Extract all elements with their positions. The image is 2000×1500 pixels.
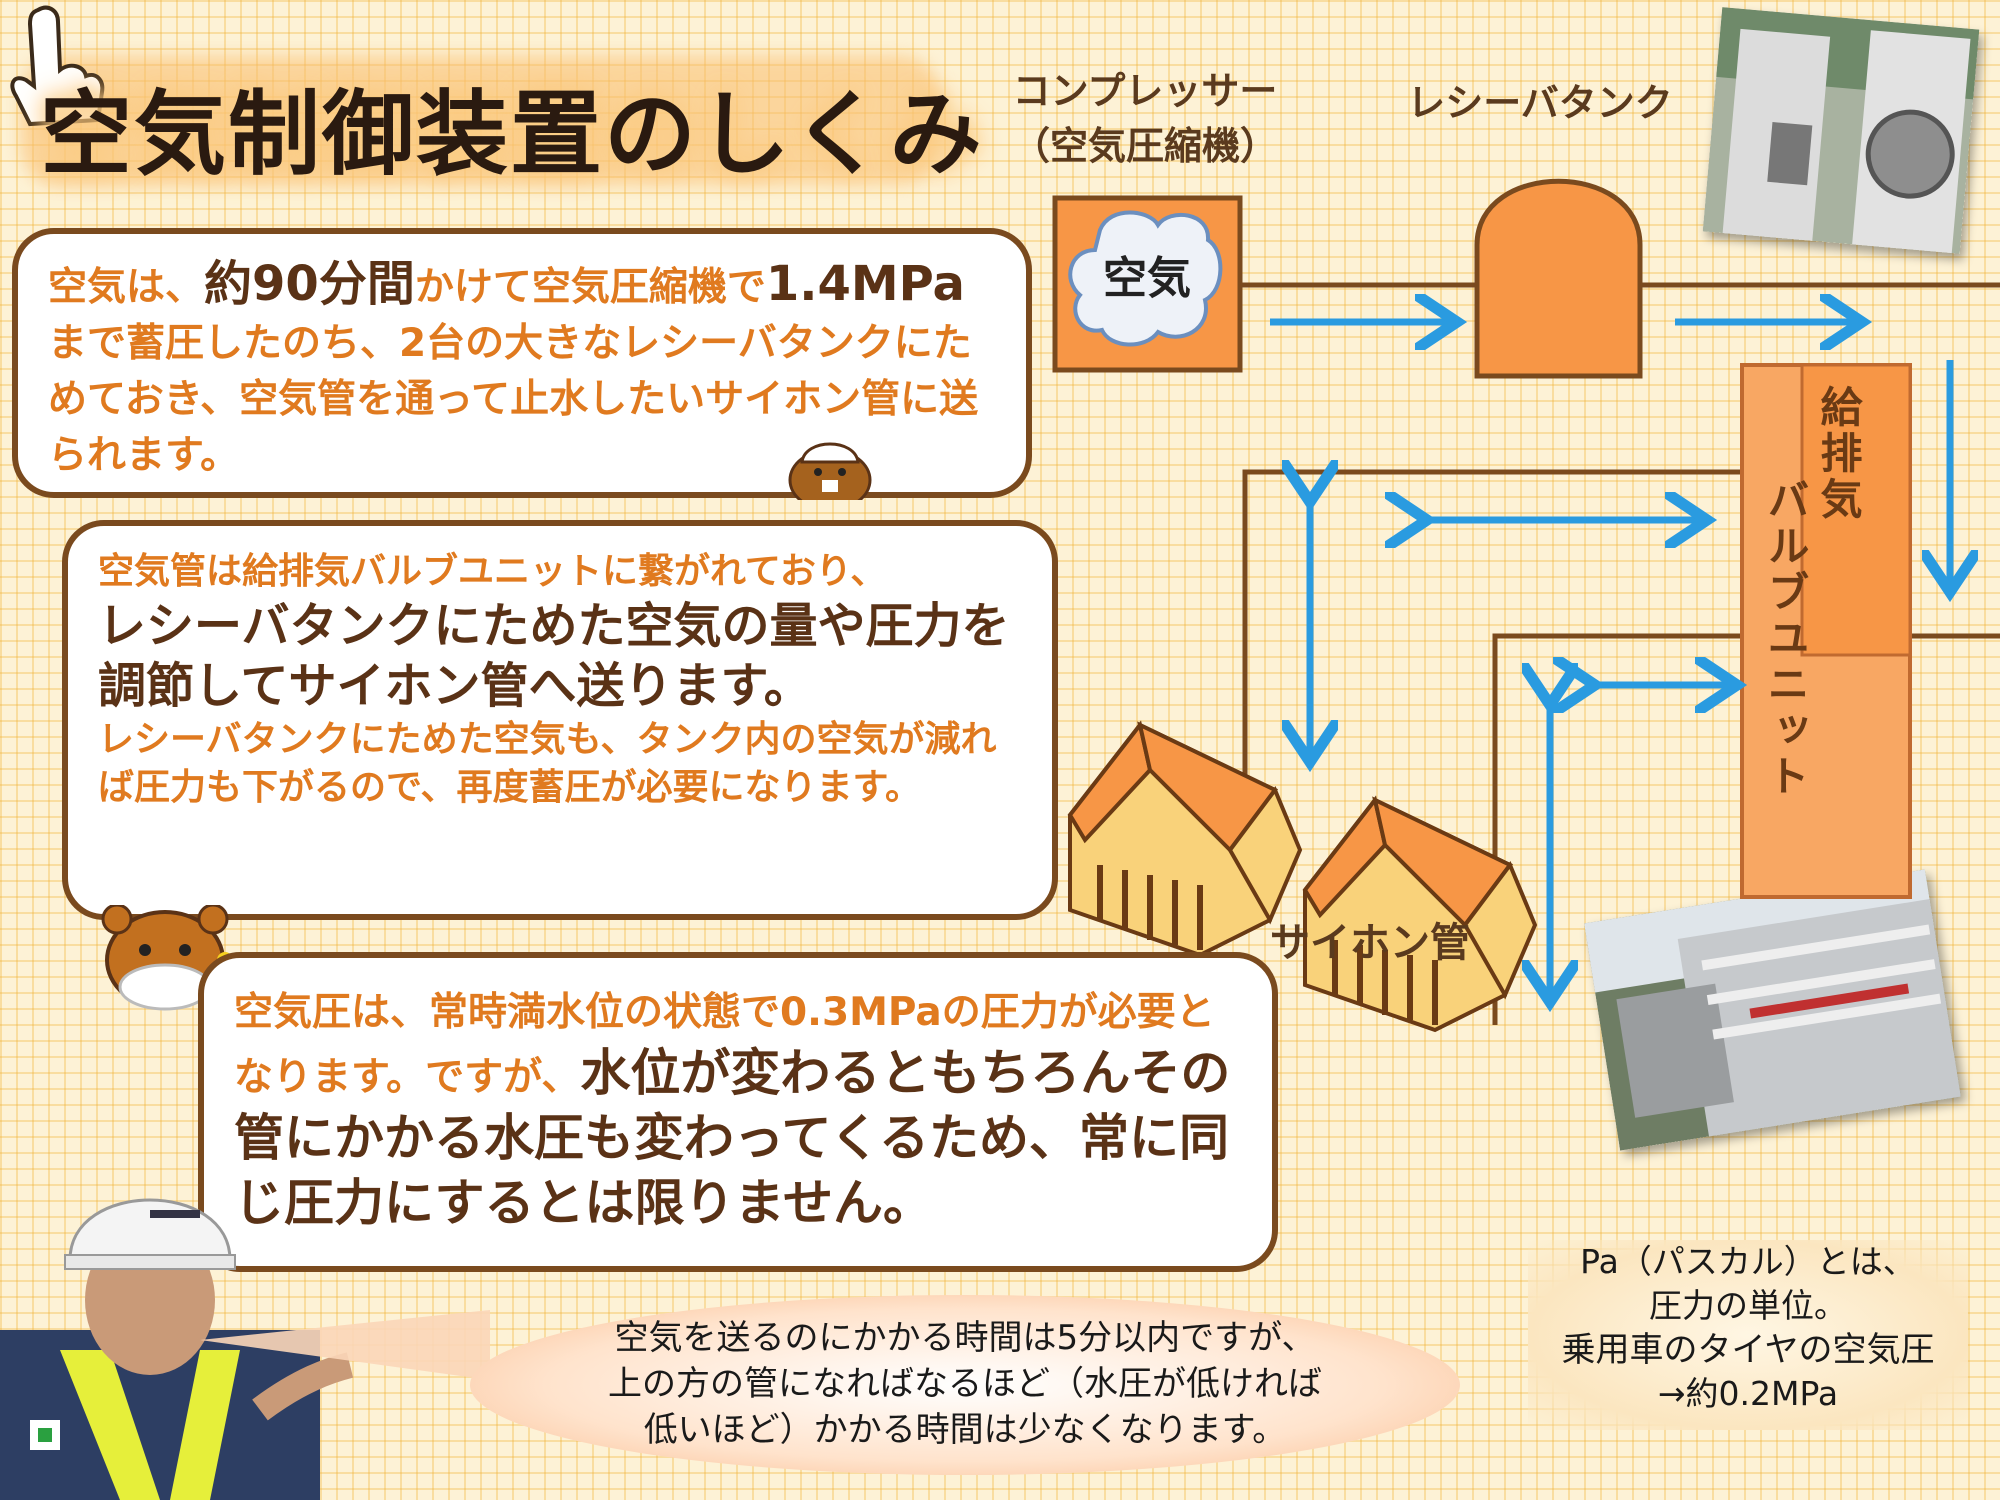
air-box-label: 空気: [1103, 253, 1191, 304]
pascal-info-note: Pa（パスカル）とは、 圧力の単位。 乗用車のタイヤの空気圧 →約0.2MPa: [1528, 1240, 1968, 1430]
callout1-highlight-pressure: 1.4MPa: [765, 256, 965, 312]
valve-unit-inner-box: [1800, 363, 1912, 657]
speech-bubble-tail: [200, 1310, 490, 1380]
callout2-highlight: レシーバタンクにためた空気の量や圧力を調節してサイホン管へ送ります。: [98, 598, 1010, 714]
title-glow: [20, 55, 940, 185]
compressor-label-line1: コンプレッサー: [1012, 69, 1278, 113]
valve-unit-label-a: 給排気: [1814, 385, 1863, 523]
speech-bubble: 空気を送るのにかかる時間は5分以内ですが、 上の方の管になればなるほど（水圧が低…: [470, 1295, 1460, 1475]
callout-air-pressure: 空気圧は、常時満水位の状態で0.3MPaの圧力が必要となります。ですが、水位が変…: [198, 952, 1278, 1272]
air-cloud-icon: [1068, 210, 1223, 347]
callout1-text-1: 空気は、: [48, 265, 205, 310]
pointing-hand-icon: [10, 5, 105, 127]
beaver-mascot-icon: [788, 442, 872, 500]
upper-siphon-pipe: [1242, 469, 1785, 775]
info-line-3: 乗用車のタイヤの空気圧: [1561, 1330, 1935, 1370]
flow-arrows: [1270, 322, 1950, 995]
callout-compressor: 空気は、約90分間かけて空気圧縮機で1.4MPa まで蓄圧したのち、2台の大きなレ…: [12, 228, 1032, 498]
tank-photo-image: [1702, 7, 1980, 254]
upper-siphon-shape: [1067, 720, 1303, 958]
speech-line-3: 低いほど）かかる時間は少なくなります。: [643, 1410, 1287, 1450]
tank-photo: [1702, 7, 1980, 254]
speech-line-2: 上の方の管になればなるほど（水圧が低ければ: [608, 1364, 1322, 1404]
valve-photo-image: [1584, 869, 1961, 1151]
callout2-text-1: 空気管は給排気バルブユニットに繋がれており、: [98, 551, 887, 592]
callout1-highlight-duration: 約90分間: [204, 256, 415, 312]
callout3-highlight: 水位が変わるともちろんその管にかかる水圧も変わってくるため、常に同じ圧力にすると…: [234, 1044, 1231, 1232]
receiver-tank-shape: [1474, 178, 1643, 379]
callout-valve-unit: 空気管は給排気バルブユニットに繋がれており、 レシーバタンクにためた空気の量や圧…: [62, 520, 1058, 920]
callout1-text-3: まで蓄圧したのち、2台の大きなレシーバタンクにためておき、空気管を通って止水した…: [48, 321, 979, 478]
valve-unit-label-b: バルブユニット: [1761, 478, 1810, 800]
speech-line-1: 空気を送るのにかかる時間は5分以内ですが、: [614, 1318, 1316, 1358]
worker-photo: [0, 1198, 354, 1500]
callout3-text-1: 空気圧は、常時満水位の状態で0.3MPaの圧力が必要となります。ですが、: [234, 990, 1215, 1100]
compressor-label-line2: （空気圧縮機）: [1011, 124, 1278, 168]
air-flow-diagram: 空気: [1052, 178, 2000, 1033]
lower-siphon-shape: [1302, 795, 1538, 1033]
info-line-1: Pa（パスカル）とは、: [1580, 1242, 1916, 1281]
page-title: 空気制御装置のしくみ: [40, 81, 984, 188]
callout1-text-2: かけて空気圧縮機で: [414, 265, 766, 310]
valve-photo: [1584, 869, 1961, 1151]
info-line-4: →約0.2MPa: [1657, 1374, 1839, 1413]
info-line-2: 圧力の単位。: [1649, 1286, 1847, 1325]
compressor-label: コンプレッサー （空気圧縮機）: [985, 60, 1305, 170]
siphon-pipe-label: サイホン管: [1270, 920, 1470, 966]
callout2-text-2: レシーバタンクにためた空気も、タンク内の空気が減れば圧力も下がるので、再度蓄圧が…: [98, 719, 997, 808]
receiver-tank-label: レシーバタンク: [1407, 81, 1673, 125]
